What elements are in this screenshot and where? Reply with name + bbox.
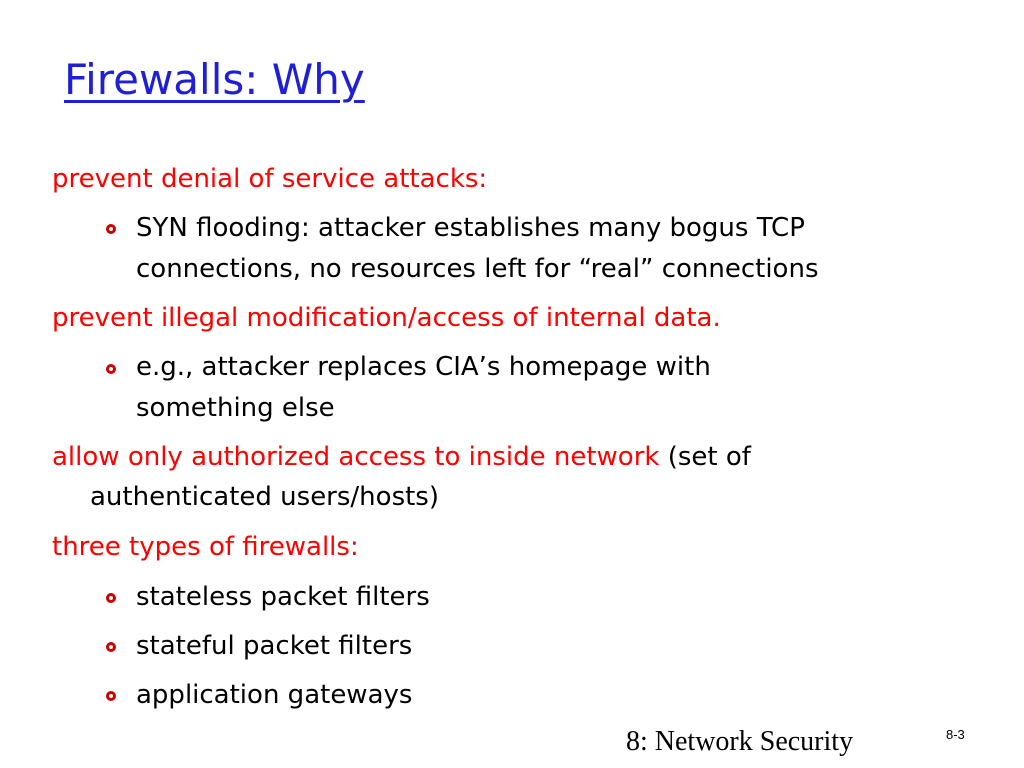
point-heading-authorized-access-suffix: (set of [659, 442, 751, 472]
point-heading-denial-of-service: prevent denial of service attacks: [52, 164, 488, 194]
hollow-circle-bullet-icon [106, 642, 116, 652]
page-number: 8-3 [946, 727, 965, 742]
hollow-circle-bullet-icon [106, 364, 116, 374]
slide-title: Firewalls: Why [64, 55, 365, 104]
subpoint-stateful-packet-filters: stateful packet filters [136, 631, 413, 661]
subpoint-stateless-packet-filters: stateless packet filters [136, 582, 430, 612]
subpoint-syn-flooding-line1: SYN flooding: attacker establishes many … [136, 213, 805, 243]
subpoint-application-gateways: application gateways [136, 680, 413, 710]
slide-footer: 8: Network Security [626, 726, 854, 757]
hollow-circle-bullet-icon [106, 593, 116, 603]
point-authorized-access: allow only authorized access to inside n… [52, 437, 751, 477]
hollow-circle-bullet-icon [106, 691, 116, 701]
subpoint-cia-homepage-line1: e.g., attacker replaces CIA’s homepage w… [136, 352, 711, 382]
subpoint-cia-homepage-line2: something else [136, 393, 335, 423]
hollow-circle-bullet-icon [106, 224, 116, 234]
point-authorized-access-continuation: authenticated users/hosts) [90, 482, 439, 512]
point-heading-authorized-access: allow only authorized access to inside n… [52, 442, 660, 472]
subpoint-syn-flooding-line2: connections, no resources left for “real… [136, 254, 819, 284]
point-heading-firewall-types: three types of firewalls: [52, 532, 359, 562]
point-heading-illegal-modification: prevent illegal modification/access of i… [52, 303, 721, 333]
